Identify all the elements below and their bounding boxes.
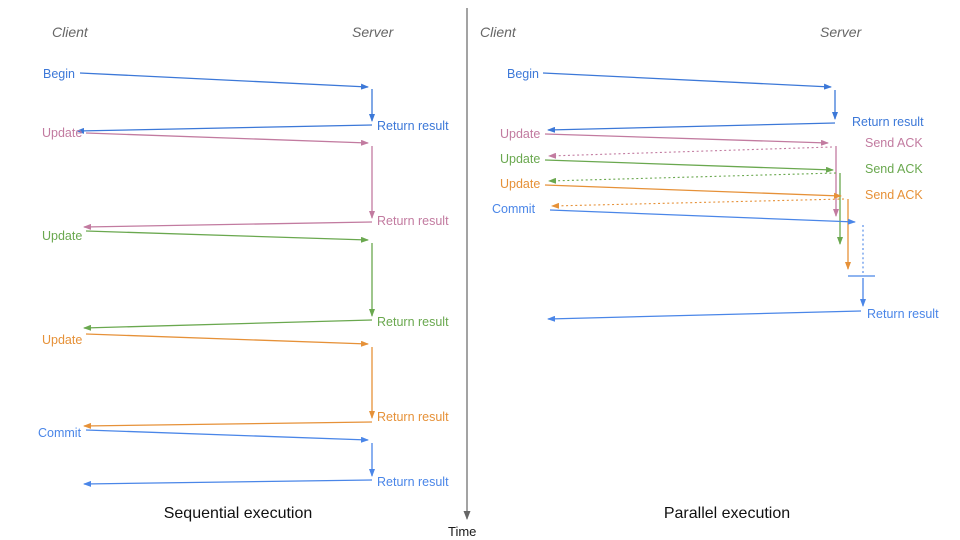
seq-update1-request-arrow	[85, 132, 369, 146]
par-update1-ack-arrow	[548, 146, 833, 159]
seq-begin-request-arrow	[79, 72, 369, 90]
par-update3-ack-arrow	[551, 198, 845, 209]
parallel-caption: Parallel execution	[664, 505, 790, 522]
seq-commit-request-arrow	[85, 429, 369, 443]
par-commit-response-label: Return result	[867, 307, 939, 321]
seq-commit-response-label: Return result	[377, 475, 449, 489]
seq-update3-request-arrow	[85, 333, 369, 347]
seq-update2-label: Update	[42, 229, 82, 243]
par-server-heading: Server	[820, 24, 863, 40]
par-update3-request-arrow	[544, 184, 842, 199]
seq-server-heading: Server	[352, 24, 395, 40]
par-commit-label: Commit	[492, 202, 536, 216]
par-update2-ack-label: Send ACK	[865, 162, 923, 176]
seq-update2-response-label: Return result	[377, 315, 449, 329]
par-update3-label: Update	[500, 177, 540, 191]
seq-begin-response-label: Return result	[377, 119, 449, 133]
seq-update1-response-label: Return result	[377, 214, 449, 228]
seq-update1-response-arrow	[83, 221, 373, 230]
par-begin-request-arrow	[542, 72, 832, 90]
seq-client-heading: Client	[52, 24, 89, 40]
seq-update2-response-arrow	[83, 319, 373, 331]
par-update3-ack-label: Send ACK	[865, 188, 923, 202]
par-begin-response-label: Return result	[852, 115, 924, 129]
parallel-diagram: Client Server Begin Return result Update…	[480, 24, 939, 522]
par-begin-label: Begin	[507, 67, 539, 81]
par-update2-ack-arrow	[548, 172, 837, 184]
sequential-caption: Sequential execution	[164, 505, 313, 522]
seq-update3-response-arrow	[83, 421, 373, 429]
par-update1-ack-label: Send ACK	[865, 136, 923, 150]
par-begin-response-arrow	[547, 122, 836, 133]
par-update1-request-arrow	[544, 133, 829, 146]
par-client-heading: Client	[480, 24, 517, 40]
time-axis: Time	[448, 8, 476, 539]
seq-update1-label: Update	[42, 126, 82, 140]
par-update2-label: Update	[500, 152, 540, 166]
par-commit-request-arrow	[549, 209, 856, 225]
seq-commit-response-arrow	[83, 479, 373, 487]
time-axis-label: Time	[448, 524, 476, 539]
par-commit-response-arrow	[547, 310, 862, 322]
seq-commit-label: Commit	[38, 426, 82, 440]
seq-update3-response-label: Return result	[377, 410, 449, 424]
seq-begin-response-arrow	[76, 124, 373, 134]
par-update2-request-arrow	[544, 159, 834, 173]
seq-update3-label: Update	[42, 333, 82, 347]
sequential-diagram: Client Server Begin Return result Update…	[38, 24, 449, 522]
seq-update2-request-arrow	[85, 230, 369, 243]
par-update1-label: Update	[500, 127, 540, 141]
seq-begin-label: Begin	[43, 67, 75, 81]
